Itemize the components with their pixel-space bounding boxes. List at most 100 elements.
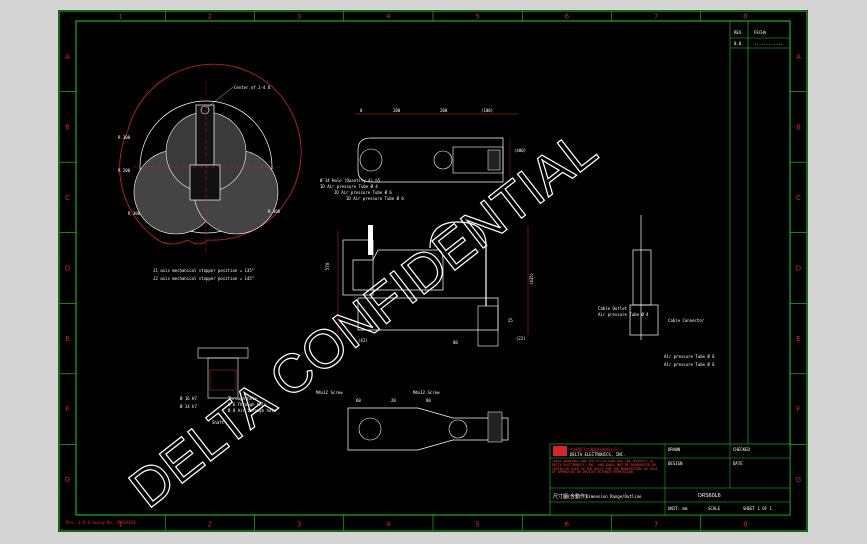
zone-top-label: 1 <box>118 13 122 21</box>
zone-bottom-label: 6 <box>565 521 570 529</box>
cable-post <box>368 225 373 255</box>
detail-note-3: Through hole <box>228 396 257 401</box>
right-column <box>632 249 652 306</box>
notice-text: THESE DRAWINGS AND SPECIFICATIONS ARE TH… <box>552 460 658 474</box>
joint-circle-1 <box>359 148 383 172</box>
unit-label: UNIT: mm <box>668 506 688 511</box>
detail-note-6: Shaft <box>212 420 225 425</box>
side-note-2: ID Air pressure Tube Ø 4 <box>320 184 378 189</box>
radius-label-1: R 308 <box>118 135 131 140</box>
radius-label-4: R 300 <box>268 209 281 214</box>
zone-left-label: C <box>65 194 70 202</box>
dim-front-4: 80 <box>453 340 458 345</box>
bottom-motor <box>487 411 503 443</box>
radius-label-2: R 200 <box>118 168 131 173</box>
right-view[interactable]: Cable Outlet Air pressure Tube Ø 4 Cable… <box>598 215 715 367</box>
title-block[interactable]: 台達電子工業股份有限公司 DELTA ELECTRONICS, INC. THE… <box>549 443 791 516</box>
zone-top-label: 3 <box>297 13 301 21</box>
detail-note-5: Ø 8 Air through hole <box>228 408 277 413</box>
detail-flange <box>197 347 249 359</box>
zone-right-label: G <box>796 476 801 484</box>
detail-body <box>207 357 239 399</box>
zone-top-label: 5 <box>475 13 479 21</box>
zone-bottom-label: 8 <box>743 521 747 529</box>
sheet-label: SHEET 1 OF 1 <box>743 506 772 511</box>
detail-note-4: Ø 6 Through hole <box>228 402 267 407</box>
side-view[interactable]: 0 200 200 (100) (400) Ø 14 Hole (Quantit… <box>320 108 526 201</box>
bottom-joint-1 <box>358 417 382 441</box>
bottom-dim-3: 80 <box>426 398 431 403</box>
dim-front-6: (22) <box>516 336 526 341</box>
delta-logo-icon <box>553 446 567 456</box>
detail-bore <box>209 369 237 391</box>
zone-bottom-label: 5 <box>475 521 479 529</box>
zone-top-label: 2 <box>208 13 212 21</box>
bottom-note-1: M4x12 Screw <box>316 390 343 395</box>
corner-note: Rev. 1.0 Drawing No. XXXXXXXX <box>66 520 136 525</box>
side-note-1: Ø 14 Hole (Quantity 4) h5 <box>320 178 381 183</box>
dim-side-v: (400) <box>514 148 526 153</box>
zone-right-label: D <box>796 265 801 273</box>
rev-value: 0.0 <box>734 41 742 46</box>
bottom-dim-1: 60 <box>356 398 361 403</box>
side-note-4: ID Air pressure Tube Ø 6 <box>346 196 404 201</box>
limit-note-2: J2 axis mechanical stopper position = 14… <box>153 276 254 281</box>
title-en: Dimension Range/Outline <box>586 494 642 499</box>
dim-side-2: 200 <box>393 108 401 113</box>
field-drawn: DRAWN <box>668 447 681 452</box>
dim-front-2: (435) <box>529 273 534 285</box>
right-note-5: Air pressure Tube Ø 6 <box>664 362 715 367</box>
dim-side-4: (100) <box>481 108 493 113</box>
bottom-view[interactable]: M4x12 Screw M4x12 Screw 60 20 80 <box>316 390 509 451</box>
cable-loop <box>429 221 487 306</box>
zone-right-label: E <box>796 335 800 343</box>
joint-circle-2 <box>433 150 453 170</box>
rev-label: REV. <box>734 30 744 35</box>
right-base <box>629 304 659 336</box>
date-value: ............ <box>754 41 783 46</box>
scale-label: SCALE <box>708 506 721 511</box>
spline-shaft <box>487 149 501 171</box>
bottom-joint-2 <box>448 419 468 439</box>
zone-left-label: G <box>65 476 70 484</box>
detail-view[interactable]: Ø 16 H7 Ø 14 h7 Through hole Ø 6 Through… <box>180 347 277 425</box>
zone-right-label: A <box>796 53 801 61</box>
top-view[interactable]: Center of J-4 0 R 308 R 200 R 300 R 300 … <box>118 63 302 281</box>
zone-right-label: B <box>796 123 801 131</box>
base-outline <box>189 164 221 201</box>
limit-note-1: J1 axis mechanical stopper position = 13… <box>153 268 254 273</box>
detail-note-1: Ø 16 H7 <box>180 396 197 401</box>
arm-body-side <box>357 137 504 183</box>
company-name-cn: 台達電子工業股份有限公司 <box>570 446 618 452</box>
zone-top-label: 7 <box>654 13 658 21</box>
right-note-1: Cable Outlet <box>598 306 627 311</box>
zone-bottom-label: 7 <box>654 521 658 529</box>
revision-block: REV. FECHA 0.0 ............ <box>729 21 790 515</box>
zone-left-label: F <box>65 406 69 414</box>
field-design: DESIGN <box>668 461 683 466</box>
bottom-note-2: M4x12 Screw <box>413 390 440 395</box>
zone-bottom-label: 4 <box>386 521 391 529</box>
zone-bottom-label: 3 <box>297 521 301 529</box>
right-note-3: Cable Connector <box>668 318 705 323</box>
zone-bottom-label: 2 <box>208 521 212 529</box>
drawing-number: DRS60L6 <box>698 493 721 499</box>
zone-left-label: E <box>65 335 69 343</box>
bottom-arm-outline <box>347 407 509 451</box>
right-note-4: Air pressure Tube Ø 6 <box>664 354 715 359</box>
title-cn: 尺寸圖(含動作) <box>553 493 587 500</box>
right-note-2: Air pressure Tube Ø 4 <box>598 312 649 317</box>
zone-bottom-label: 1 <box>118 521 122 529</box>
zone-right-label: F <box>796 406 800 414</box>
zone-top-label: 4 <box>386 13 391 21</box>
front-view[interactable]: 570 (435) (42) 80 25 (22) <box>325 221 534 347</box>
shoulder-arm <box>352 249 444 291</box>
zone-top-label: 8 <box>743 13 747 21</box>
company-name-en: DELTA ELECTRONICS, INC. <box>570 452 625 457</box>
leader-j4 <box>207 86 234 108</box>
zone-left-label: B <box>65 123 70 131</box>
base-column <box>342 239 374 296</box>
